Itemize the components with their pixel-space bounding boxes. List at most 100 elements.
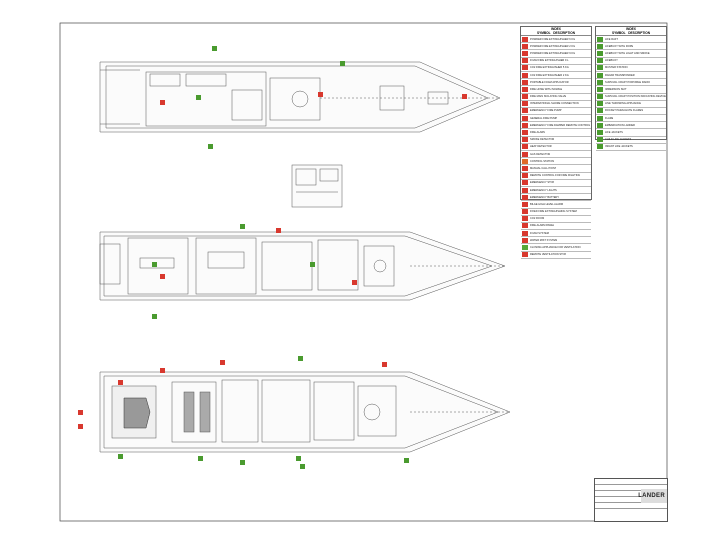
- legend-symbol-icon: [597, 144, 603, 150]
- legend-header: INDEX SYMBOL DESCRIPTION: [596, 27, 666, 36]
- legend-row: POWDER FIRE EXTINGUISHER 2 Kg: [521, 43, 591, 51]
- title-block-row: [595, 491, 667, 497]
- legend-index-life-saving: INDEX SYMBOL DESCRIPTION LIFE RAFT LIFEBU…: [595, 26, 667, 151]
- legend-label: BILGE HIGH LEVEL ALARM: [530, 202, 564, 206]
- legend-label: IMMERSION SUIT: [605, 87, 627, 91]
- legend-row: CHILD LIFE JACKETS: [596, 137, 666, 144]
- legend-row: FLARE: [596, 115, 666, 123]
- legend-symbol-icon: [522, 122, 528, 128]
- legend-label: LIFEBUOY WITH ROPE: [605, 44, 634, 48]
- legend-label: EMERGENCY FIRE PUMP: [530, 109, 562, 113]
- legend-label: CONTROL STATION: [530, 159, 555, 163]
- legend-label: FIRE ALARM: [530, 131, 546, 135]
- legend-row: POWDER FIRE EXTINGUISHER 6 Kg: [521, 36, 591, 44]
- legend-label: LIFEBUOY: [605, 59, 618, 63]
- legend-row: EMERGENCY FIRE DAMPER REMOTE CONTROL: [521, 122, 591, 130]
- legend-row: LINE THROWING APPLIANCE: [596, 101, 666, 108]
- legend-row: HEAT DETECTOR: [521, 144, 591, 151]
- legend-label: GENERAL FIRE PUMP: [530, 116, 558, 120]
- title-block: LANDER: [594, 478, 668, 522]
- legend-symbol-icon: [522, 194, 528, 200]
- legend-label: LIFE JACKETS: [605, 131, 623, 135]
- legend-symbol-icon: [597, 79, 603, 85]
- legend-row: SURVIVAL CRAFT PORTABLE RADIO: [596, 79, 666, 87]
- legend-symbol-icon: [597, 101, 603, 107]
- legend-row: EMERGENCY LIGHTS: [521, 187, 591, 195]
- legend-title: INDEX: [551, 27, 561, 31]
- legend-title: INDEX: [626, 27, 636, 31]
- legend-row: IMMERSION SUIT: [596, 86, 666, 94]
- deck-plan-main-deck: [99, 231, 506, 301]
- legend-label: GAS DETECTOR: [530, 152, 551, 156]
- legend-label: CLOSING APPLIANCE FOR VENTILATION: [530, 246, 581, 250]
- legend-symbol-icon: [522, 137, 528, 143]
- legend-label: LINE THROWING APPLIANCE: [605, 102, 641, 106]
- legend-row: FOAM FIRE EXTINGUISHER 9 L: [521, 58, 591, 65]
- legend-symbol-icon: [522, 115, 528, 121]
- company-logo: LANDER: [638, 493, 665, 499]
- legend-label: LIFEBUOY WITH LIGHT AND SMOKE: [605, 51, 650, 55]
- legend-label: INFANT LIFE JACKETS: [605, 145, 633, 149]
- legend-label: POWDER FIRE EXTINGUISHER 2 Kg: [530, 44, 576, 48]
- legend-row: CO2 FIRE EXTINGUISHER 2 Kg: [521, 72, 591, 80]
- legend-label: SURVIVAL CRAFT PORTABLE RADIO: [605, 80, 651, 84]
- legend-label: EMERGENCY FIRE DAMPER REMOTE CONTROL: [530, 123, 591, 127]
- legend-symbol-icon: [597, 86, 603, 92]
- legend-symbol-icon: [522, 151, 528, 157]
- legend-row: SURVIVAL CRAFT POSITION INDICATING DEVIC…: [596, 94, 666, 101]
- legend-label: EMERGENCY LIGHTS: [530, 188, 557, 192]
- legend-label: RADAR TRANSPONDER: [605, 73, 635, 77]
- legend-row: EMBARKATION LADDER: [596, 122, 666, 130]
- legend-symbol-icon: [522, 158, 528, 164]
- title-block-row: [595, 497, 667, 503]
- legend-col-description: DESCRIPTION: [628, 31, 651, 35]
- legend-row: POWDER FIRE EXTINGUISHER 9 Kg: [521, 50, 591, 58]
- legend-label: ROCKET PARACHUTE FLARES: [605, 109, 644, 113]
- legend-label: LIFE RAFT: [605, 37, 618, 41]
- legend-row: MUSTER STATION: [596, 65, 666, 72]
- legend-symbol-icon: [522, 72, 528, 78]
- deck-plan-sun-deck: [99, 61, 501, 133]
- legend-row: FIXED FIRE EXTINGUISHING SYSTEM: [521, 209, 591, 216]
- legend-symbol-icon: [597, 137, 603, 143]
- legend-symbol-icon: [597, 108, 603, 114]
- legend-symbol-icon: [597, 36, 603, 42]
- legend-row: LIFEBUOY WITH ROPE: [596, 43, 666, 51]
- legend-label: FOAM FIRE EXTINGUISHER 9 L: [530, 59, 569, 63]
- legend-symbol-icon: [597, 115, 603, 121]
- legend-label: CO2 ROOM: [530, 217, 545, 221]
- legend-symbol-icon: [597, 65, 603, 71]
- legend-symbol-icon: [522, 36, 528, 42]
- legend-row: INFANT LIFE JACKETS: [596, 144, 666, 151]
- legend-symbol-icon: [522, 180, 528, 186]
- legend-row: FIRE MAIN ISOLATING VALVE: [521, 94, 591, 101]
- legend-symbol-icon: [597, 72, 603, 78]
- title-block-row: [595, 503, 667, 509]
- legend-label: FOAM SYSTEM: [530, 231, 549, 235]
- legend-col-symbol: SYMBOL: [611, 31, 626, 35]
- legend-symbol-icon: [522, 245, 528, 251]
- legend-symbol-icon: [522, 173, 528, 179]
- legend-row: RADAR TRANSPONDER: [596, 72, 666, 80]
- legend-row: FIRE ALARM: [521, 129, 591, 137]
- legend-row: CO2 FIRE EXTINGUISHER 5 Kg: [521, 65, 591, 72]
- legend-row: WATER MIST SYSTEM: [521, 237, 591, 245]
- legend-symbol-icon: [522, 165, 528, 171]
- legend-symbol-icon: [597, 94, 603, 100]
- legend-symbol-icon: [522, 230, 528, 236]
- legend-symbol-icon: [522, 65, 528, 71]
- legend-row: LIFEBUOY WITH LIGHT AND SMOKE: [596, 50, 666, 58]
- legend-row: LIFE RAFT: [596, 36, 666, 44]
- legend-row: SMOKE DETECTOR: [521, 137, 591, 144]
- legend-row: FIRE ALARM PANEL: [521, 223, 591, 231]
- legend-row: REMOTE CONTROL FOR FIRE FIGHTING: [521, 173, 591, 180]
- legend-label: INTERNATIONAL SHORE CONNECTION: [530, 102, 579, 106]
- legend-symbol-icon: [522, 216, 528, 222]
- legend-row: FIRE HOSE WITH NOZZLE: [521, 86, 591, 94]
- legend-symbol-icon: [522, 50, 528, 56]
- legend-symbol-icon: [522, 130, 528, 136]
- legend-symbol-icon: [597, 122, 603, 128]
- legend-row: GENERAL FIRE PUMP: [521, 115, 591, 123]
- legend-label: POWDER FIRE EXTINGUISHER 6 Kg: [530, 37, 576, 41]
